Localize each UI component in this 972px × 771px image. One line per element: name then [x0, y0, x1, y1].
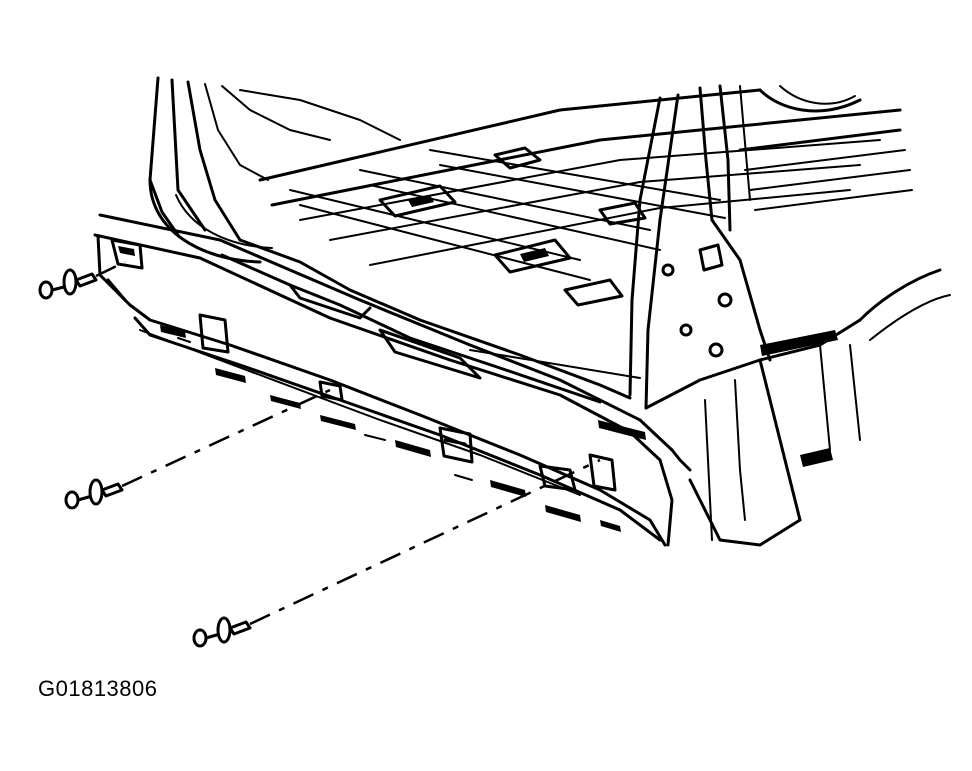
upper-left-push-pin [38, 260, 126, 300]
figure-id-label: G01813806 [38, 676, 158, 701]
vehicle-body-outline [148, 76, 951, 547]
middle-push-pin [64, 388, 331, 510]
lower-push-pin [192, 458, 601, 648]
rear-bumper-fascia [93, 213, 692, 547]
